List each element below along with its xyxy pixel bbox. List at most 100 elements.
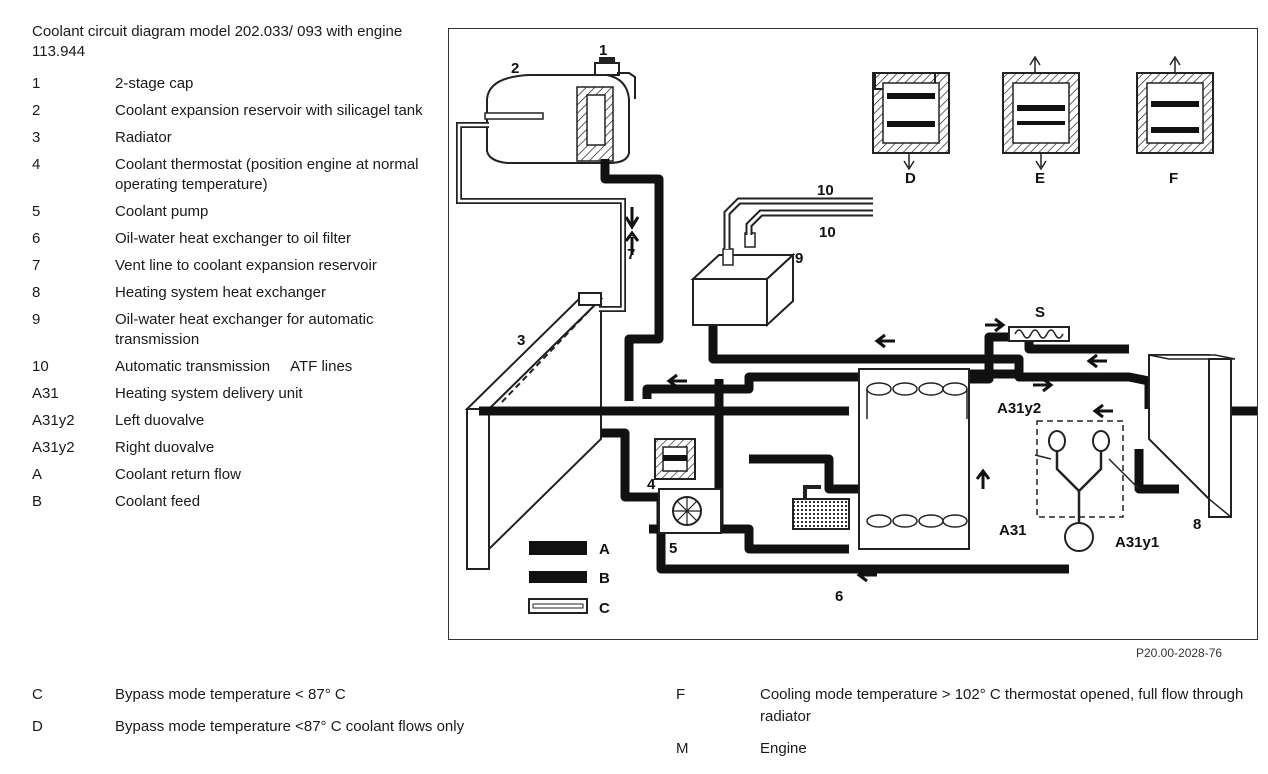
legend-desc: Vent line to coolant expansion reservoir [115,257,377,274]
legend-desc: Heating system delivery unit [115,385,303,402]
legend-code: D [32,718,43,735]
legend-item: A31y2 Right duovalve [32,438,432,458]
radiator [464,292,604,570]
label-e: E [1035,170,1045,187]
label-9: 9 [795,250,803,267]
engine-block [858,368,970,550]
legend-desc: Oil-water heat exchanger to oil filter [115,230,351,247]
legend-item: 4 Coolant thermostat (position engine at … [32,155,432,195]
legend-code: 6 [32,230,41,247]
legend-item: 8 Heating system heat exchanger [32,283,432,303]
legend-desc: Heating system heat exchanger [115,284,326,301]
legend-item: 6 Oil-water heat exchanger to oil filter [32,229,432,249]
coolant-thermostat [654,438,696,480]
legend-code: 7 [32,257,41,274]
legend-code: F [676,686,686,703]
label-7: 7 [627,246,635,263]
label-a31: A31 [999,522,1027,539]
flow-arrows [624,207,1113,583]
legend-item: C Bypass mode temperature < 87° C [32,684,652,706]
key-swatches [528,541,588,614]
legend-item: D Bypass mode temperature <87° C coolant … [32,716,652,738]
diagram-svg: 1 2 3 4 5 6 7 8 9 10 10 S A31 A31y2 A31y… [456,42,1257,617]
key-label-c: C [599,600,610,617]
thermostat-mode-f [1136,55,1214,154]
bottom-right-legend: F Cooling mode temperature > 102° C therm… [676,684,1256,770]
oil-water-heat-exchanger-oil-filter [792,485,850,530]
legend-desc: Automatic transmission ATF lines [115,358,353,375]
bottom-left-legend: C Bypass mode temperature < 87° C D Bypass… [32,684,652,748]
legend-code: 3 [32,129,41,146]
label-s: S [1035,304,1045,321]
legend-code: 10 [32,358,49,375]
legend-item: 10 Automatic transmission ATF lines [32,357,432,377]
legend-code: A [32,466,43,483]
legend-code: 8 [32,284,41,301]
legend-code: 2 [32,102,41,119]
legend-code: M [676,740,689,757]
label-a31y2: A31y2 [997,400,1041,417]
diagram-labels: 1 2 3 4 5 6 7 8 9 10 10 S A31 A31y2 A31y… [511,42,1201,617]
coolant-pump [658,488,722,534]
legend-item: 2 Coolant expansion reservoir with silica… [32,101,432,121]
atf-lines [723,197,873,249]
legend-desc: Coolant expansion reservoir with silicag… [115,102,423,119]
legend-code: A31y2 [32,412,75,429]
label-10b: 10 [819,224,836,241]
legend-desc: Bypass mode temperature < 87° C [115,686,346,703]
legend-code: 4 [32,156,41,173]
coolant-circuit-diagram: 1 2 3 4 5 6 7 8 9 10 10 S A31 A31y2 A31y… [448,28,1258,640]
legend-desc: Left duovalve [115,412,205,429]
label-10a: 10 [817,182,834,199]
legend-item: 1 2-stage cap [32,74,432,94]
label-6: 6 [835,588,843,605]
legend-desc: 2-stage cap [115,75,194,92]
legend-desc: Cooling mode temperature > 102° C thermo… [760,686,1244,725]
legend-code: 9 [32,311,41,328]
label-4: 4 [647,476,656,493]
two-stage-cap [594,57,620,76]
legend-desc: Coolant feed [115,493,201,510]
expansion-reservoir [484,74,630,164]
oil-water-heat-exchanger-atf [690,232,796,328]
legend-desc: Coolant thermostat (position engine at n… [115,156,419,193]
legend-desc: Right duovalve [115,439,215,456]
legend-code: A31 [32,385,59,402]
key-label-a: A [599,541,610,558]
legend-code: 5 [32,203,41,220]
heating-delivery-unit [1034,420,1140,552]
legend-item: A31 Heating system delivery unit [32,384,432,404]
legend-desc: Oil-water heat exchanger for automatic t… [115,311,374,348]
temperature-sensor [1008,326,1070,342]
legend-desc: Coolant return flow [115,466,241,483]
legend-desc: Coolant pump [115,203,209,220]
legend-item: 7 Vent line to coolant expansion reservoi… [32,256,432,276]
label-2: 2 [511,60,519,77]
vent-line [456,72,636,312]
legend-code: A31y2 [32,439,75,456]
thermostat-mode-e [1002,55,1080,171]
label-8: 8 [1193,516,1201,533]
legend-item: F Cooling mode temperature > 102° C therm… [676,684,1256,728]
legend-desc: Engine [760,740,807,757]
coolant-pipes [479,159,1257,574]
label-1: 1 [599,42,607,59]
legend-item: M Engine [676,738,1256,760]
legend-item: B Coolant feed [32,492,432,512]
legend-desc: Bypass mode temperature <87° C coolant f… [115,718,465,735]
label-3: 3 [517,332,525,349]
label-d: D [905,170,916,187]
legend-code: B [32,493,43,510]
legend-list: 1 2-stage cap 2 Coolant expansion reservoi… [32,74,432,519]
figure-reference: P20.00-2028-76 [1136,646,1223,660]
label-a31y1: A31y1 [1115,534,1159,551]
legend-code: C [32,686,43,703]
label-f: F [1169,170,1178,187]
legend-desc: Radiator [115,129,172,146]
legend-item: A Coolant return flow [32,465,432,485]
page-title: Coolant circuit diagram model 202.033/ 0… [32,23,403,60]
legend-code: 1 [32,75,41,92]
legend-item: A31y2 Left duovalve [32,411,432,431]
legend-item: 5 Coolant pump [32,202,432,222]
key-label-b: B [599,570,610,587]
